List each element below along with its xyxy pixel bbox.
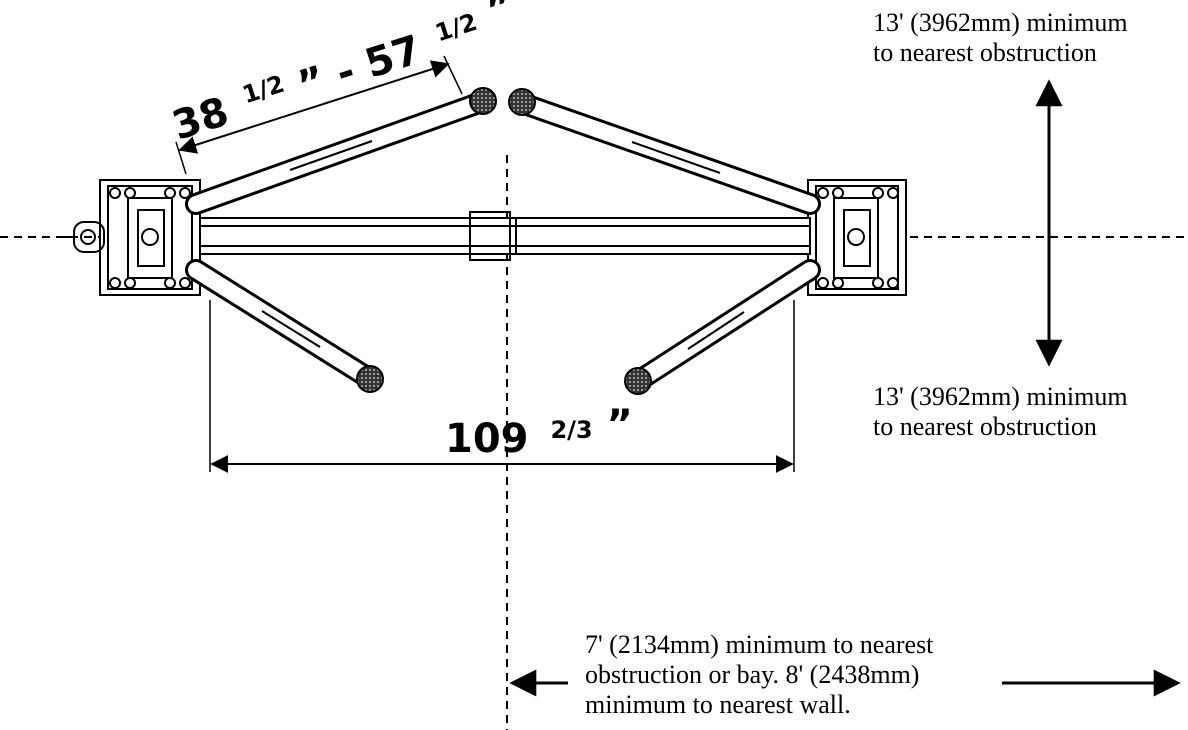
side-clearance-line-2: obstruction or bay. 8' (2438mm): [585, 660, 920, 689]
left-column: [60, 179, 206, 296]
side-clearance-note: 7' (2134mm) minimum to nearest obstructi…: [585, 630, 933, 720]
lift-pad: [356, 365, 384, 393]
arm-reach-separator: ” - 57: [292, 27, 426, 109]
bottom-clearance-line-2: to nearest obstruction: [873, 412, 1097, 441]
top-clearance-note: 13' (3962mm) minimum to nearest obstruct…: [873, 8, 1128, 68]
inner-width-whole: 109: [445, 416, 529, 462]
crossbeam: [199, 211, 811, 261]
inner-width-dimension: 109 2/3 ”: [209, 300, 795, 473]
side-clearance-line-3: minimum to nearest wall.: [585, 690, 851, 719]
lift-arm-front-right: [508, 88, 821, 215]
svg-text:38 1/2 ” - 57: 38 1/2 ” - 57 1/2 ”: [163, 0, 525, 150]
lift-pad: [624, 367, 652, 395]
arm-reach-min-fraction: 1/2: [239, 70, 288, 110]
lift-pad: [508, 88, 536, 116]
svg-text:109 2/3 ”: 109 2/3 ”: [445, 402, 633, 462]
arm-reach-max-fraction: 1/2: [432, 8, 481, 48]
lift-arm-rear-left: [185, 259, 384, 393]
bottom-clearance-note: 13' (3962mm) minimum to nearest obstruct…: [873, 382, 1128, 442]
arm-reach-min: 38: [167, 89, 234, 150]
right-column: [800, 179, 907, 296]
bottom-clearance-line-1: 13' (3962mm) minimum: [873, 382, 1128, 411]
inner-width-end-mark: ”: [607, 402, 633, 448]
lift-arm-front-left: [185, 87, 497, 215]
side-clearance-line-1: 7' (2134mm) minimum to nearest: [585, 630, 934, 659]
lift-arm-rear-right: [624, 259, 821, 395]
inner-width-fraction: 2/3: [550, 416, 592, 444]
arm-reach-end-mark: ”: [481, 0, 520, 34]
lift-pad: [469, 87, 497, 115]
top-clearance-line-2: to nearest obstruction: [873, 38, 1097, 67]
top-clearance-line-1: 13' (3962mm) minimum: [873, 8, 1128, 37]
